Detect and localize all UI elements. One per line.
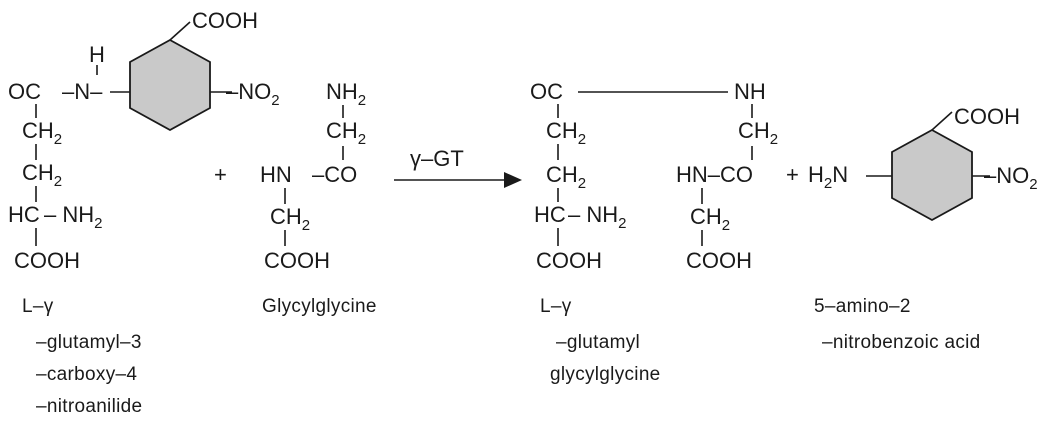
- r2-nh2-sub: 2: [358, 92, 366, 109]
- p1-cooh2: COOH: [686, 248, 752, 273]
- reaction-arrow: γ–GT: [394, 146, 522, 188]
- r2-ch2a: CH: [326, 118, 358, 143]
- p1-nh2-sub: 2: [618, 215, 626, 232]
- r2-co: –CO: [312, 162, 357, 187]
- arrow-head: [504, 172, 522, 188]
- p1-oc: OC: [530, 79, 563, 104]
- r2-cooh: COOH: [264, 248, 330, 273]
- p1-hnco: HN–CO: [676, 162, 753, 187]
- p1-nh2: – NH: [568, 202, 618, 227]
- r1-cooh: COOH: [14, 248, 80, 273]
- p1-ch2a-sub: 2: [578, 131, 586, 148]
- p1-name-1: L–γ: [540, 296, 572, 317]
- r1-name-3: –carboxy–4: [36, 364, 137, 385]
- r1-hc: HC: [8, 202, 40, 227]
- r1-ch2b-sub: 2: [54, 173, 62, 190]
- p2-name-2: –nitrobenzoic acid: [822, 332, 981, 353]
- p2-h-sub: 2: [824, 175, 832, 192]
- r2-nh2: NH: [326, 79, 358, 104]
- p1-ch2a: CH: [546, 118, 578, 143]
- p2-cooh: COOH: [954, 104, 1020, 129]
- p1-nh: NH: [734, 79, 766, 104]
- r2-ch2b: CH: [270, 204, 302, 229]
- r1-nh2: – NH: [44, 202, 94, 227]
- plus-sign-2: +: [786, 162, 799, 187]
- product-glutamyl-glycylglycine: OC NH CH2 CH2 HC – NH2 COOH CH2 HN–CO CH…: [530, 79, 778, 385]
- p1-ch2c: CH: [738, 118, 770, 143]
- benzene-ring-2: [891, 128, 973, 222]
- r2-name: Glycylglycine: [262, 296, 377, 317]
- r1-ring-cooh: COOH: [192, 8, 258, 33]
- svg-text:NH2: NH2: [326, 79, 366, 109]
- p1-ch2c-sub: 2: [770, 131, 778, 148]
- r1-h: H: [89, 42, 105, 67]
- svg-text:H2N: H2N: [808, 162, 848, 192]
- r1-no2-sub: 2: [271, 92, 279, 109]
- svg-text:CH2: CH2: [690, 204, 730, 234]
- r1-nh2-sub: 2: [94, 215, 102, 232]
- p1-hc: HC: [534, 202, 566, 227]
- p1-cooh1: COOH: [536, 248, 602, 273]
- r1-no2: –NO: [226, 79, 271, 104]
- r2-ch2a-sub: 2: [358, 131, 366, 148]
- bond-ring-cooh-1: [169, 21, 191, 41]
- svg-text:CH2: CH2: [546, 118, 586, 148]
- r1-name-1: L–γ: [22, 296, 54, 317]
- p2-no2: –NO: [984, 163, 1029, 188]
- p1-name-3: glycylglycine: [550, 364, 661, 385]
- r1-ch2b: CH: [22, 160, 54, 185]
- r2-ch2b-sub: 2: [302, 217, 310, 234]
- svg-text:CH2: CH2: [326, 118, 366, 148]
- p2-n: N: [832, 162, 848, 187]
- p1-name-2: –glutamyl: [556, 332, 640, 353]
- svg-text:CH2: CH2: [22, 160, 62, 190]
- r2-hn: HN: [260, 162, 292, 187]
- svg-text:CH2: CH2: [22, 118, 62, 148]
- reactant-glycylglycine: NH2 CH2 HN –CO CH2 COOH Glycylglycine: [260, 79, 377, 317]
- r1-ch2a-sub: 2: [54, 131, 62, 148]
- r1-name-2: –glutamyl–3: [36, 332, 142, 353]
- svg-text:– NH2: – NH2: [44, 202, 102, 232]
- reactant-glutamyl-carboxy-nitroanilide: COOH H OC –N– –NO2 CH2 CH2 HC – NH2 COOH…: [8, 8, 280, 417]
- svg-text:–NO2: –NO2: [984, 163, 1038, 193]
- benzene-ring-1: [129, 38, 211, 132]
- p2-no2-sub: 2: [1029, 176, 1037, 193]
- p1-ch2b-sub: 2: [578, 175, 586, 192]
- r1-oc: OC: [8, 79, 41, 104]
- p2-h: H: [808, 162, 824, 187]
- r1-name-4: –nitroanilide: [36, 396, 142, 417]
- bond-ring-cooh-2: [931, 111, 953, 131]
- arrow-enzyme-label: γ–GT: [410, 146, 464, 171]
- plus-sign-1: +: [214, 162, 227, 187]
- svg-text:– NH2: – NH2: [568, 202, 626, 232]
- product-amino-nitrobenzoic-acid: H2N COOH –NO2 5–amino–2 –nitrobenzoic ac…: [808, 104, 1038, 353]
- p2-name-1: 5–amino–2: [814, 296, 911, 317]
- svg-text:CH2: CH2: [738, 118, 778, 148]
- svg-text:CH2: CH2: [270, 204, 310, 234]
- r1-n: –N–: [62, 79, 103, 104]
- r1-ch2a: CH: [22, 118, 54, 143]
- p1-ch2d-sub: 2: [722, 217, 730, 234]
- p1-ch2b: CH: [546, 162, 578, 187]
- p1-ch2d: CH: [690, 204, 722, 229]
- svg-text:–NO2: –NO2: [226, 79, 280, 109]
- svg-text:CH2: CH2: [546, 162, 586, 192]
